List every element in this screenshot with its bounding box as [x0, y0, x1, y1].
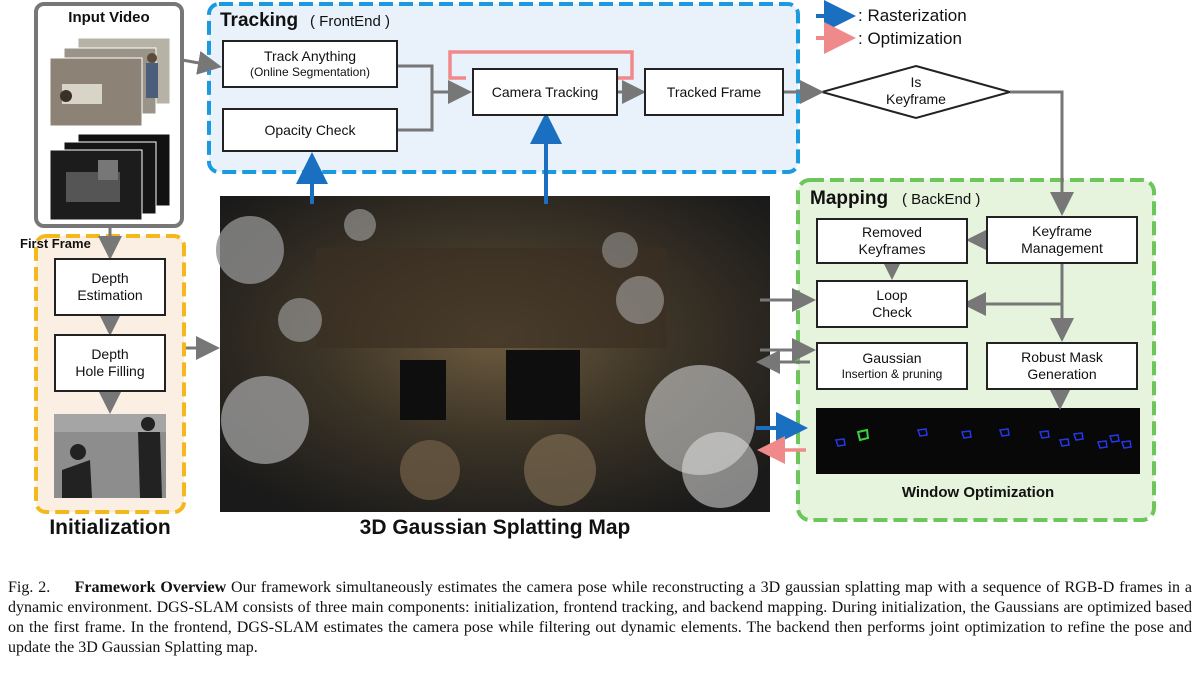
loop-check-box: Loop Check: [816, 280, 968, 328]
robust-mask-line2: Generation: [1027, 366, 1097, 382]
mapping-subtitle: ( BackEnd ): [902, 191, 981, 208]
optimization-legend-label: : Optimization: [858, 29, 962, 48]
caption-fig-label: Fig. 2.: [8, 579, 51, 596]
robust-mask-box: Robust Mask Generation: [986, 342, 1138, 390]
camera-tracking-label: Camera Tracking: [491, 83, 599, 100]
track-anything-box: Track Anything (Online Segmentation): [222, 40, 398, 88]
gaussian-splatting-map-image: [216, 196, 770, 512]
initial-depth-image: [54, 414, 166, 498]
keyframe-management-box: Keyframe Management: [986, 216, 1138, 264]
caption-text: Our framework simultaneously estimates t…: [8, 579, 1193, 656]
initialization-title: Initialization: [49, 516, 171, 539]
tracked-frame-box: Tracked Frame: [644, 68, 784, 116]
tracked-frame-label: Tracked Frame: [666, 83, 762, 100]
depth-hole-filling-box: Depth Hole Filling: [54, 334, 166, 392]
track-anything-sublabel: (Online Segmentation): [249, 65, 371, 79]
window-optimization-image: [816, 408, 1140, 474]
depth-estimation-line2: Estimation: [77, 287, 143, 303]
depth-estimation-line1: Depth: [91, 270, 129, 286]
removed-keyframes-line1: Removed: [862, 224, 922, 240]
depth-hole-filling-line2: Hole Filling: [75, 363, 145, 379]
mapping-title: Mapping: [810, 188, 889, 209]
window-optimization-label: Window Optimization: [901, 484, 1055, 501]
is-keyframe-label: Is Keyframe: [862, 74, 970, 108]
depth-hole-filling-line1: Depth: [91, 346, 129, 362]
tracking-title: Tracking: [220, 10, 299, 31]
figure-caption: Fig. 2. Framework Overview Our framework…: [8, 578, 1192, 658]
gaussian-insertion-box: Gaussian Insertion & pruning: [816, 342, 968, 390]
track-anything-label: Track Anything: [263, 48, 357, 64]
depth-estimation-box: Depth Estimation: [54, 258, 166, 316]
gaussian-insertion-line1: Gaussian: [862, 350, 922, 366]
keyframe-management-line1: Keyframe: [1032, 223, 1092, 239]
depth-frames-image: [49, 133, 171, 221]
is-keyframe-diamond: [818, 64, 1014, 120]
first-frame-label: First Frame: [20, 236, 91, 251]
map-title: 3D Gaussian Splatting Map: [359, 516, 631, 539]
gaussian-insertion-line2: Insertion & pruning: [841, 367, 943, 381]
is-keyframe-line2: Keyframe: [886, 91, 946, 107]
removed-keyframes-line2: Keyframes: [858, 241, 926, 257]
flow-arrows: [98, 51, 1074, 414]
is-keyframe-line1: Is: [910, 74, 922, 90]
rgb-frames-image: [49, 37, 171, 127]
robust-mask-line1: Robust Mask: [1021, 349, 1103, 365]
camera-tracking-box: Camera Tracking: [472, 68, 618, 116]
keyframe-management-line2: Management: [1021, 240, 1103, 256]
tracking-subtitle: ( FrontEnd ): [310, 13, 391, 30]
loop-check-line1: Loop: [876, 287, 908, 303]
opacity-check-box: Opacity Check: [222, 108, 398, 152]
opacity-check-label: Opacity Check: [264, 121, 356, 138]
loop-check-line2: Check: [872, 304, 912, 320]
optimization-arrows: [448, 50, 806, 464]
rasterization-legend-label: : Rasterization: [858, 6, 967, 25]
input-video-title: Input Video: [68, 9, 150, 26]
caption-bold-title: Framework Overview: [74, 579, 227, 596]
removed-keyframes-box: Removed Keyframes: [816, 218, 968, 264]
rasterization-arrows: [296, 112, 808, 444]
